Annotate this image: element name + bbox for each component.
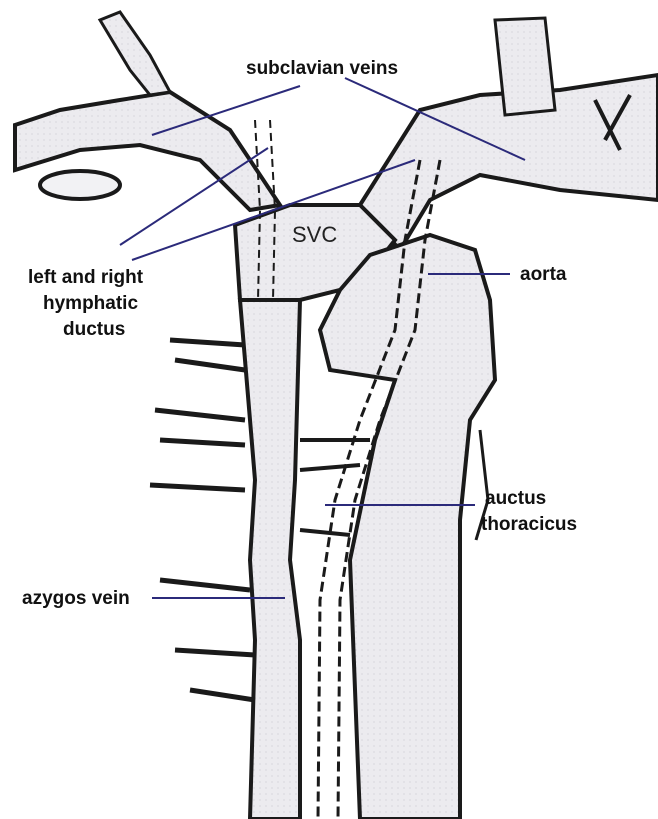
- label-lymphatic-1: left and right: [28, 266, 143, 289]
- label-thoracic-2: thoracicus: [481, 513, 577, 536]
- azygos-column: [240, 300, 300, 819]
- left-upper-branch: [100, 12, 170, 95]
- label-thoracic-1: auctus: [485, 487, 546, 510]
- label-azygos-vein: azygos vein: [22, 587, 130, 610]
- right-upper-vessel: [495, 18, 555, 115]
- label-svc: SVC: [292, 222, 337, 248]
- label-aorta: aorta: [520, 263, 566, 286]
- aorta: [320, 235, 495, 819]
- label-lymphatic-3: ductus: [63, 318, 125, 341]
- intercostal-branches: [150, 340, 255, 700]
- left-small-vessel: [40, 171, 120, 199]
- label-lymphatic-2: hymphatic: [43, 292, 138, 315]
- label-subclavian-veins: subclavian veins: [246, 57, 398, 80]
